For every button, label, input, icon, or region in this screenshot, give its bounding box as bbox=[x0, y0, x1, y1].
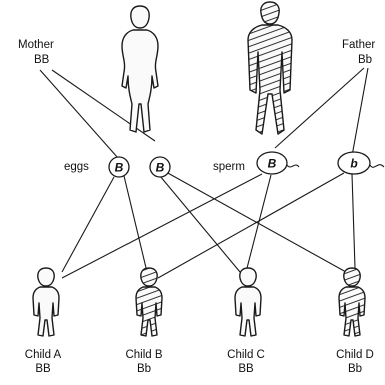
child-a-genotype: BB bbox=[35, 363, 51, 375]
mother-to-egg-1-line bbox=[40, 70, 118, 158]
egg-2: B bbox=[150, 157, 170, 177]
egg-1-to-child-a-line bbox=[62, 177, 114, 272]
mother-genotype: BB bbox=[34, 54, 50, 66]
father-figure bbox=[244, 0, 296, 136]
child-d-label: Child D bbox=[336, 349, 374, 361]
egg-1-to-child-b-line bbox=[124, 176, 147, 272]
mother-label: Mother bbox=[18, 39, 54, 51]
sperm-2-to-child-b-line bbox=[158, 173, 344, 278]
father-label: Father bbox=[342, 39, 375, 51]
sperm-2-to-child-d-line bbox=[352, 174, 355, 268]
egg-1: B bbox=[109, 157, 129, 177]
egg-2-allele: B bbox=[156, 161, 165, 175]
sperm-1: B bbox=[257, 152, 299, 174]
mother-figure bbox=[122, 6, 158, 132]
father-genotype: Bb bbox=[358, 54, 372, 66]
father-to-sperm-2-line bbox=[352, 68, 368, 156]
child-b-genotype: Bb bbox=[137, 363, 151, 375]
child-d-genotype: Bb bbox=[348, 363, 362, 375]
lineage-lines bbox=[40, 68, 368, 278]
sperm-1-allele: B bbox=[268, 157, 277, 171]
egg-1-allele: B bbox=[115, 161, 124, 175]
child-b-label: Child B bbox=[125, 349, 162, 361]
sperm-2-allele: b bbox=[350, 157, 357, 171]
sperm-label: sperm bbox=[213, 161, 245, 173]
sperm-1-to-child-c-line bbox=[246, 175, 271, 272]
child-c-genotype: BB bbox=[238, 363, 254, 375]
child-a-label: Child A bbox=[25, 349, 62, 361]
child-c-figure bbox=[235, 268, 261, 336]
eggs-label: eggs bbox=[64, 161, 89, 173]
sperm-2: b bbox=[338, 152, 384, 174]
child-c-label: Child C bbox=[227, 349, 265, 361]
child-a-figure bbox=[33, 268, 59, 336]
child-d-figure bbox=[337, 266, 367, 338]
